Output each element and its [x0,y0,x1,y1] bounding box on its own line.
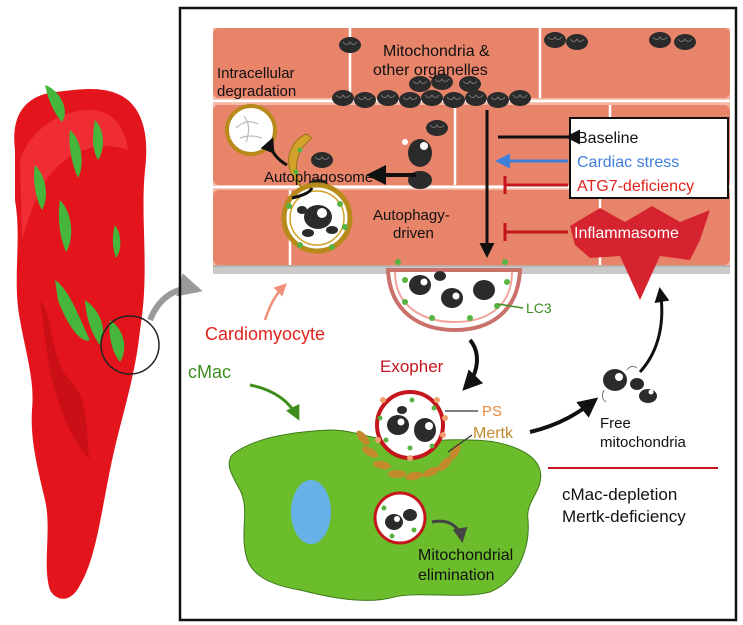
figure-frame [178,6,738,622]
cmac-label: cMac [188,362,231,382]
free-mito-line1: Free [600,415,631,432]
legend-baseline: Baseline [577,130,638,147]
cardiomyocyte-label: Cardiomyocyte [205,324,325,344]
mito-being-engulfed [310,151,334,169]
mertk-deficiency-label: Mertk-deficiency [562,507,686,526]
legend-cardiac-stress: Cardiac stress [577,154,679,171]
intracellular-label-line2: degradation [217,83,296,100]
budding-exopher [385,259,523,333]
inflammasome-label: Inflammasome [574,225,679,242]
lc3-label: LC3 [526,300,552,316]
autophagosome-label: Autophagosome [264,169,373,186]
legend-atg7: ATG7-deficiency [577,178,694,195]
autophagy-driven-line1: Autophagy- [373,207,450,224]
mitochondria-green-cluster [33,85,125,362]
zoom-arrow [147,273,203,322]
mito-elimination-line2: elimination [418,567,494,584]
autophagy-driven-line2: driven [393,225,434,242]
autolysosome [225,104,277,156]
cardiac-macrophage [228,429,542,601]
tissue-3d-render [14,85,160,599]
exopher [375,390,448,461]
free-mito-line2: mitochondria [600,434,687,451]
inflammasome-star [570,206,710,300]
mito-elimination-line1: Mitochondrial [418,547,513,564]
mertk-label: Mertk [473,425,514,442]
exopher-label: Exopher [380,357,444,376]
autophagosome [281,182,353,254]
free-mitochondria [601,365,657,403]
legend-box: Baseline Cardiac stress ATG7-deficiency [495,117,729,199]
mitochondria-label-line1: Mitochondria & [383,43,490,60]
intracellular-label-line1: Intracellular [217,65,295,82]
zoom-circle [100,315,160,375]
mitochondria-label-line2: other organelles [373,62,488,79]
ps-label: PS [482,403,502,420]
cmac-depletion-label: cMac-depletion [562,485,677,504]
